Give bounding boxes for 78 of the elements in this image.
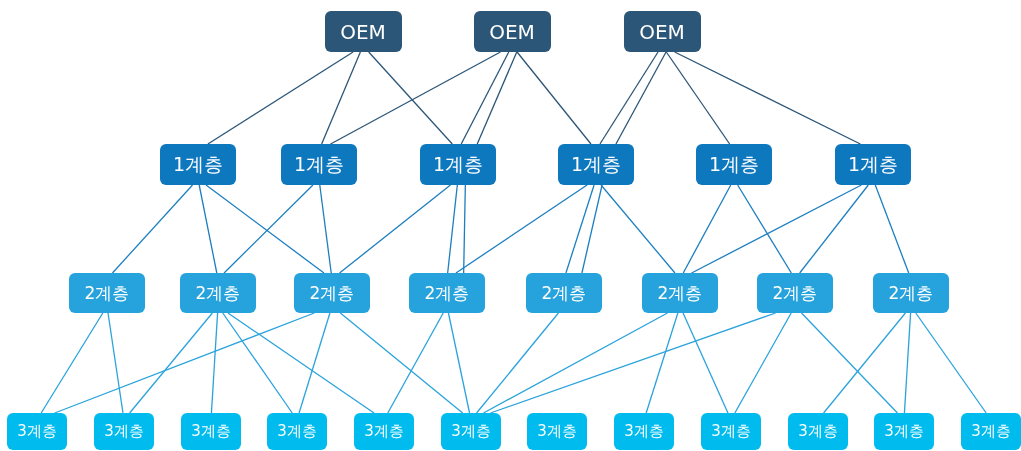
connector-line (674, 51, 861, 145)
connector-line (799, 184, 869, 274)
connector-line (223, 184, 314, 274)
connector-line (227, 312, 375, 414)
connector-line (476, 51, 518, 145)
connector-line (40, 312, 104, 414)
connector-line (447, 184, 458, 274)
tier-box: 2계층 (873, 273, 949, 313)
tier-box: 1계층 (558, 144, 634, 185)
connector-line (565, 184, 595, 274)
connector-line (339, 312, 464, 414)
oem-box: OEM (473, 11, 551, 52)
oem-box: OEM (623, 11, 701, 52)
connector-line (387, 312, 444, 414)
connector-line (455, 184, 588, 274)
tier-box: 3계층 (7, 413, 67, 450)
tier-box: 3계층 (788, 413, 848, 450)
oem-box: OEM (324, 11, 402, 52)
tier-box: 2계층 (180, 273, 256, 313)
tier-box: 3계층 (527, 413, 587, 450)
tier-box: 2계층 (642, 273, 718, 313)
connector-line (329, 51, 502, 145)
tier-box: 3계층 (614, 413, 674, 450)
connector-line (198, 184, 218, 274)
connector-line (447, 312, 471, 414)
tier-box: 2계층 (69, 273, 145, 313)
connector-line (489, 312, 777, 414)
connector-line (516, 51, 592, 145)
connector-line (682, 312, 729, 414)
tier-box: 3계층 (701, 413, 761, 450)
connector-line (600, 184, 676, 274)
connector-line (690, 184, 863, 274)
connector-line (210, 312, 219, 414)
connector-line (734, 312, 792, 414)
tier-box: 2계층 (294, 273, 370, 313)
connector-line (222, 312, 293, 414)
connector-line (599, 51, 659, 145)
connector-line (615, 51, 667, 145)
tier-box: 1계층 (281, 144, 357, 185)
connector-line (581, 184, 603, 274)
connector-line (298, 312, 331, 414)
connector-line (903, 312, 912, 414)
connector-line (475, 312, 560, 414)
tier-box: 3계층 (354, 413, 414, 450)
connector-line (107, 312, 124, 414)
connector-line (205, 184, 325, 274)
connector-line (207, 51, 354, 145)
connector-line (460, 51, 510, 145)
tier-box: 3계층 (441, 413, 501, 450)
tier-box: 1계층 (835, 144, 911, 185)
connector-line (737, 184, 792, 274)
connector-line (645, 312, 679, 414)
connector-line (915, 312, 987, 414)
connector-line (800, 312, 899, 414)
tier-box: 2계층 (757, 273, 833, 313)
tier-box: 2계층 (526, 273, 602, 313)
connector-line (368, 51, 453, 145)
connector-line (54, 312, 315, 414)
tier-box: 2계층 (409, 273, 485, 313)
tier-box: 3계층 (267, 413, 327, 450)
tier-box: 1계층 (160, 144, 236, 185)
tier-box: 3계층 (181, 413, 241, 450)
connector-line (874, 184, 910, 274)
connector-line (482, 312, 669, 414)
connector-line (129, 312, 213, 414)
tier-box: 3계층 (874, 413, 934, 450)
connector-line (822, 312, 907, 414)
connector-line (665, 51, 731, 145)
connector-line (463, 184, 466, 274)
connector-line (338, 184, 452, 274)
connector-line (111, 184, 194, 274)
connector-line (321, 51, 361, 145)
tier-box: 1계층 (696, 144, 772, 185)
tier-box: 3계층 (94, 413, 154, 450)
tier-box: 3계층 (961, 413, 1021, 450)
tier-box: 1계층 (420, 144, 496, 185)
connector-line (319, 184, 332, 274)
connector-line (682, 184, 732, 274)
